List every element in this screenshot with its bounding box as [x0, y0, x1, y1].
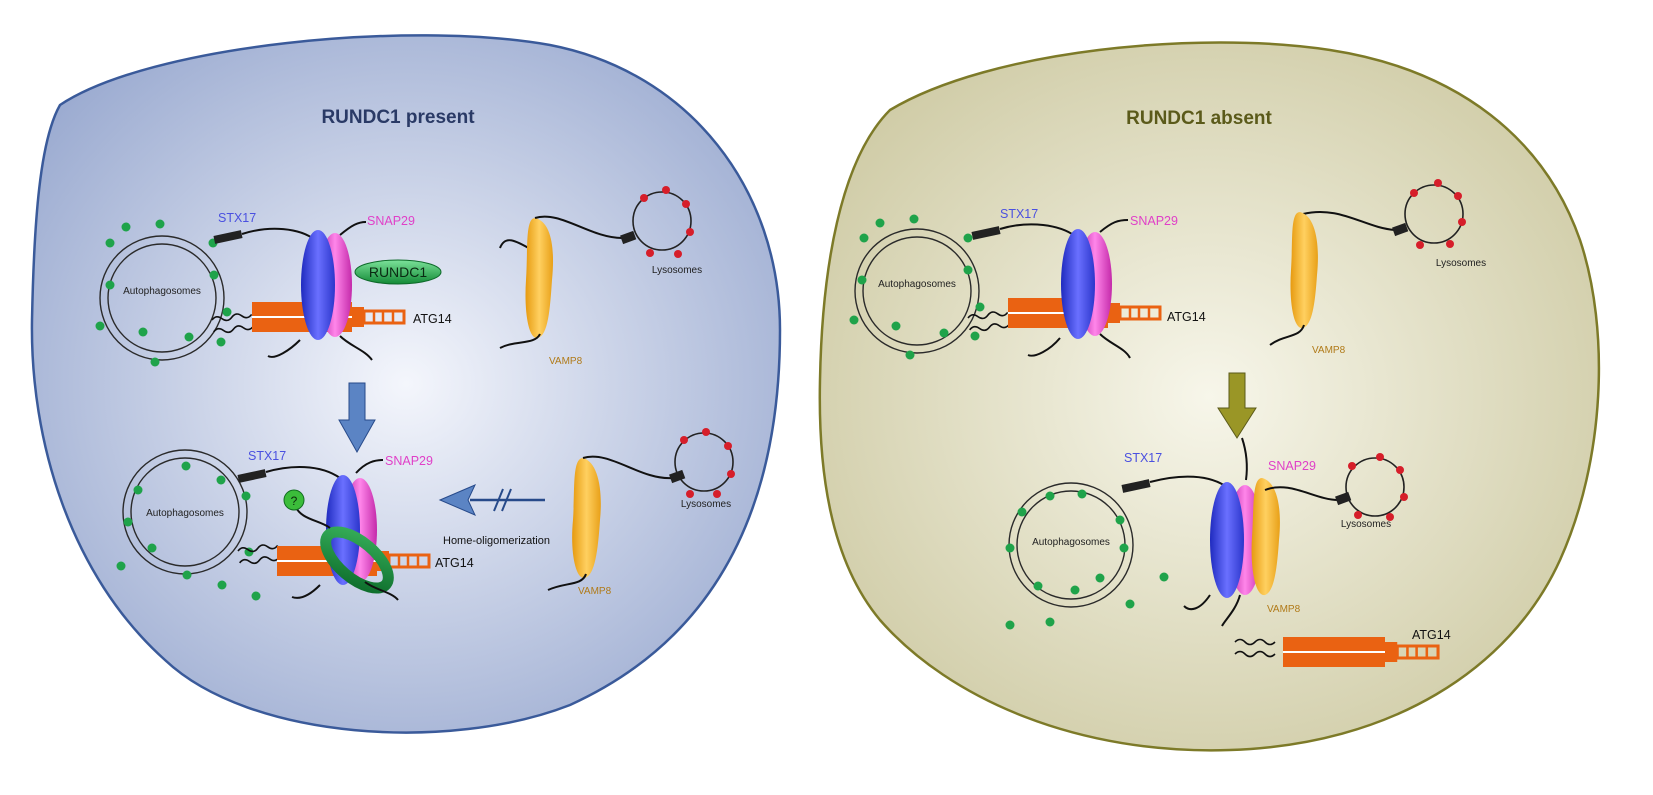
autophagosome-dots [849, 214, 985, 360]
lysosome-bottom-left: Lysosomes [674, 428, 735, 510]
stx17-label: STX17 [248, 449, 286, 463]
autophagosomes-label: Autophagosomes [146, 508, 224, 519]
lysosome-bottom-right: Lysosomes [1341, 453, 1408, 530]
vamp8-anchor [1392, 222, 1409, 237]
complex-bottom-right: Autophagosomes STX17 SNAP29 VAMP8 [1005, 437, 1451, 669]
lysosomes-label: Lysosomes [1436, 258, 1486, 269]
vamp8-label: VAMP8 [549, 356, 583, 367]
rundc1-protein: RUNDC1 [354, 259, 442, 285]
stx17-anchor [1121, 479, 1151, 493]
autophagosome-top-left: Autophagosomes [99, 235, 225, 361]
complex-top-right: Autophagosomes STX17 SNAP29 ATG14 [849, 179, 1486, 360]
cell-membrane-present [30, 34, 782, 734]
lysosomes-label: Lysosomes [681, 499, 731, 510]
autophagosome-bottom-right: Autophagosomes [1008, 482, 1134, 608]
stx17-label: STX17 [218, 211, 256, 225]
vamp8-helix [572, 458, 601, 579]
stx17-anchor [237, 469, 267, 483]
blocked-arrow [438, 484, 545, 516]
vamp8-label: VAMP8 [578, 586, 612, 597]
atg14-label: ATG14 [1167, 310, 1206, 324]
rundc1-label: RUNDC1 [369, 264, 428, 280]
panel-title-absent: RUNDC1 absent [1126, 108, 1272, 129]
autophagosomes-label: Autophagosomes [123, 286, 201, 297]
vamp8-helix [525, 218, 554, 339]
vamp8-anchor [620, 230, 637, 245]
cell-membrane-absent [818, 41, 1601, 752]
autophagosome-dots [116, 461, 261, 601]
panel-title-present: RUNDC1 present [321, 107, 475, 128]
atg14-label: ATG14 [435, 556, 474, 570]
vamp8-helix [1290, 212, 1318, 329]
autophagosome-top-right: Autophagosomes [854, 228, 980, 354]
panel-rundc1-absent: RUNDC1 absent Autophagosomes STX17 SNAP2… [818, 41, 1601, 752]
snap29-label: SNAP29 [367, 214, 415, 228]
stx17-anchor [971, 226, 1001, 240]
question-mark: ? [291, 494, 298, 508]
vamp8-label: VAMP8 [1312, 345, 1346, 356]
lysosomes-label: Lysosomes [1341, 519, 1391, 530]
autophagosome-bottom-left: Autophagosomes [122, 449, 248, 575]
complex-bottom-left: Autophagosomes STX17 SNAP29 ATG14 [116, 428, 735, 601]
panel-rundc1-present: RUNDC1 present Autophagosomes STX17 SNAP… [30, 34, 782, 734]
stx17-anchor [213, 230, 243, 244]
stx17-helix [301, 230, 335, 340]
atg14-label: ATG14 [413, 312, 452, 326]
snap29-label: SNAP29 [1130, 214, 1178, 228]
down-arrow-present [338, 382, 376, 454]
lysosome-top-left: Lysosomes [632, 186, 702, 276]
atg14-label: ATG14 [1412, 628, 1451, 642]
autophagosomes-label: Autophagosomes [1032, 537, 1110, 548]
autophagosome-dots [95, 219, 232, 367]
vamp8-label: VAMP8 [1267, 604, 1301, 615]
vamp8-helix [1251, 478, 1280, 596]
stx17-label: STX17 [1000, 207, 1038, 221]
lysosomes-label: Lysosomes [652, 265, 702, 276]
down-arrow-absent [1217, 372, 1257, 439]
unknown-factor: ? [283, 489, 305, 511]
homo-oligomerization-label: Home-oligomerization [443, 535, 550, 547]
lysosome-top-right: Lysosomes [1404, 179, 1486, 269]
stx17-helix [1210, 482, 1244, 598]
complex-top-left: Autophagosomes STX17 SNAP29 ATG14 RUND [95, 186, 702, 367]
snap29-label: SNAP29 [385, 454, 433, 468]
stx17-helix [1061, 229, 1095, 339]
autophagosomes-label: Autophagosomes [878, 279, 956, 290]
autophagosome-dots [1005, 489, 1169, 630]
rundc1-ring [320, 526, 394, 594]
snap29-label: SNAP29 [1268, 459, 1316, 473]
stx17-label: STX17 [1124, 451, 1162, 465]
